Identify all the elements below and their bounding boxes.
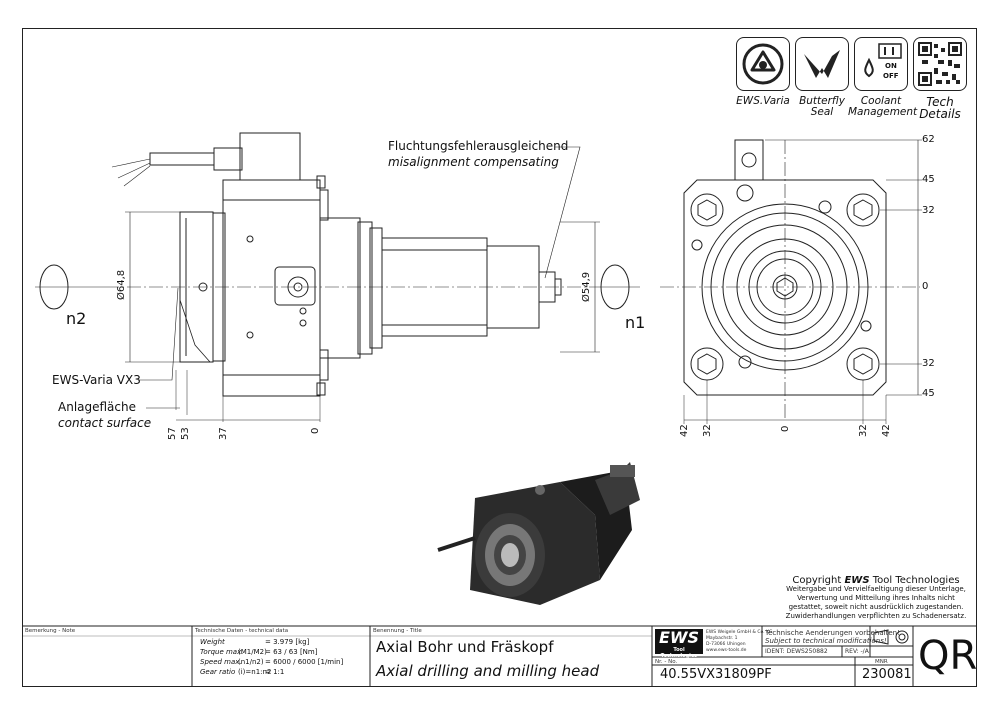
dim-bottom-53: 53 — [180, 427, 191, 440]
contact-surface-label-de: Anlagefläche — [58, 400, 136, 414]
switch-on-label: ON — [885, 62, 897, 70]
copyright-prefix: Copyright — [792, 575, 845, 586]
drawing-title-de: Axial Bohr und Fräskopf — [376, 638, 554, 656]
qr-code-icon[interactable] — [913, 37, 967, 91]
copyright-line: Weitergabe und Vervielfaeltigung dieser … — [786, 585, 966, 593]
coolant-management-icon[interactable]: ON OFF — [854, 37, 908, 91]
drawing-title-en: Axial drilling and milling head — [376, 662, 600, 680]
mnr-value: 230081 — [862, 667, 912, 682]
tech-val-speed: = 6000 / 6000 [1/min] — [265, 658, 344, 666]
dim-front-bottom-32-left: 32 — [702, 424, 713, 437]
tech-key-weight: Weight — [200, 638, 225, 646]
front-view — [660, 139, 922, 424]
projection-symbol-icon — [873, 629, 909, 645]
tech-key-gear: Gear ratio — [200, 668, 236, 676]
n2-label: n2 — [66, 309, 87, 328]
icon-caption-ews-varia: EWS.Varia — [736, 95, 790, 107]
change-notice-de: Technische Aenderungen vorbehalten! — [765, 629, 900, 637]
dim-dia-left: Ø64,8 — [116, 269, 127, 300]
tech-key-torque: Torque max. — [200, 648, 244, 656]
varia-label: EWS-Varia VX3 — [52, 373, 141, 387]
tech-key-speed: Speed max. — [200, 658, 242, 666]
dim-front-bottom-42-left: 42 — [679, 424, 690, 437]
dim-right-32-bottom: 32 — [922, 358, 935, 369]
dim-right-62: 62 — [922, 134, 935, 145]
misalignment-label-en: misalignment compensating — [388, 155, 559, 169]
logo-subtext: Tool Technologies — [660, 647, 698, 659]
copyright-brand: EWS — [844, 575, 870, 586]
tech-data-label: Technische Daten - technical data — [195, 628, 289, 634]
dim-bottom-57: 57 — [167, 427, 178, 440]
dim-front-bottom-42-right: 42 — [881, 424, 892, 437]
dim-bottom-0: 0 — [310, 427, 321, 434]
part-number-label: Nr. - No. — [655, 659, 678, 665]
dim-bottom-37: 37 — [218, 427, 229, 440]
drawing-frame — [22, 28, 977, 687]
copyright-line: Zuwiderhandlungen verpflichten zu Schade… — [785, 612, 967, 620]
dim-right-45-top: 45 — [922, 174, 935, 185]
copyright-suffix: Tool Technologies — [869, 575, 960, 586]
side-view — [35, 132, 640, 422]
company-line: Maybachstr. 1 — [706, 636, 738, 641]
title-block-lines — [22, 625, 977, 687]
misalignment-label-de: Fluchtungsfehlerausgleichend — [388, 139, 569, 153]
dim-right-0: 0 — [922, 281, 929, 292]
change-notice-en: Subject to technical modifications! — [765, 637, 887, 645]
tech-unit-speed: (n1/n2) — [238, 658, 264, 666]
butterfly-seal-icon[interactable] — [795, 37, 849, 91]
tech-unit-torque: (M1/M2) — [238, 648, 267, 656]
n1-label: n1 — [625, 313, 646, 332]
icon-caption-tech-details: Tech Details — [919, 95, 961, 121]
icon-caption-coolant: Coolant Management — [848, 95, 918, 118]
switch-off-label: OFF — [883, 72, 899, 80]
tech-val-weight: = 3.979 [kg] — [265, 638, 310, 646]
contact-surface-label-en: contact surface — [58, 416, 152, 430]
company-line: EWS Weigele GmbH & Co. KG — [706, 630, 773, 635]
company-line: D-73066 Uhingen — [706, 642, 746, 647]
tech-val-gear: = 1:1 — [265, 668, 285, 676]
part-number: 40.55VX31809PF — [660, 667, 772, 682]
dim-right-45-bottom: 45 — [922, 388, 935, 399]
ews-logo: EWS Tool Technologies — [655, 628, 703, 659]
tech-unit-gear: (i)=n1:n2 — [238, 668, 272, 676]
revision: REV: -/A — [845, 648, 869, 655]
ews-varia-icon[interactable] — [736, 37, 790, 91]
ident-number: IDENT: DEWS250882 — [765, 648, 828, 655]
mnr-label: MNR — [875, 659, 888, 665]
dim-right-32-top: 32 — [922, 205, 935, 216]
note-label: Bemerkung - Note — [25, 628, 76, 634]
isometric-render — [437, 462, 640, 605]
copyright-notice: Copyright EWS Tool Technologies Weiterga… — [776, 576, 976, 621]
dim-dia-right: Ø54,9 — [581, 271, 592, 302]
tech-val-torque: = 63 / 63 [Nm] — [265, 648, 318, 656]
copyright-line: Verwertung und Mitteilung ihres Inhalts … — [797, 594, 955, 602]
copyright-line: gestattet, soweit nicht ausdrücklich zug… — [788, 603, 964, 611]
icon-caption-butterfly-seal: Butterfly Seal — [799, 95, 845, 118]
dim-front-bottom-0: 0 — [780, 425, 791, 432]
company-line: www.ews-tools.de — [706, 648, 747, 653]
dim-front-bottom-32-right: 32 — [858, 424, 869, 437]
title-label: Benennung - Title — [373, 628, 422, 634]
logo-text: EWS — [658, 628, 700, 647]
qr-mark: QR — [918, 633, 978, 679]
